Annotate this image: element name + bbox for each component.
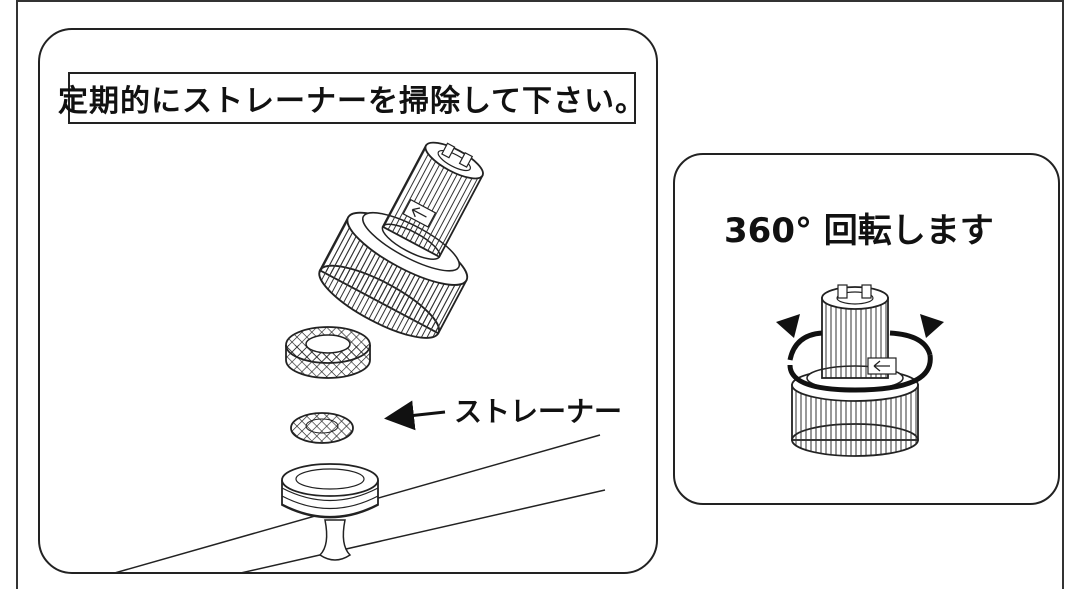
instruction-title: 定期的にストレーナーを掃除して下さい。 [57, 84, 647, 119]
strainer-label: ストレーナー [454, 395, 623, 428]
base-fitting [281, 463, 379, 561]
outer-frame [16, 0, 1064, 589]
rotation-label: 360° 回転します [724, 211, 994, 251]
hose-coupling-rotating [776, 284, 944, 457]
hose-coupling-exploded [318, 141, 484, 339]
strainer-pointer-arrow [384, 400, 446, 431]
rotation-arrowhead-left-icon [776, 314, 800, 338]
mesh-gasket [285, 326, 371, 379]
rotation-arrowhead-right-icon [920, 314, 944, 338]
strainer-disc [290, 412, 354, 444]
instruction-title-box: 定期的にストレーナーを掃除して下さい。 [58, 72, 645, 124]
